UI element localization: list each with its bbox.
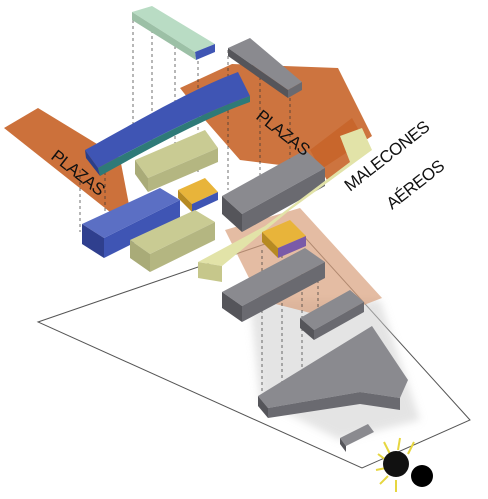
plaza-plane-left [4,108,130,212]
sun-compass-icon [375,437,433,492]
block-gray-l [258,326,408,418]
block-gold-right [262,220,306,258]
block-gray-center [222,150,325,232]
block-olive-lower [130,210,215,272]
block-olive-upper [135,130,218,192]
block-gray-small [300,290,364,340]
block-blue-ribbon [85,72,250,176]
block-gold-left [178,178,218,212]
block-blue-lower [82,188,180,258]
block-malecon-strip [198,128,372,282]
block-gray-mid [222,248,325,322]
block-gray-upper [228,38,302,98]
block-top-mint [132,6,215,60]
block-gray-bar [340,424,374,452]
label-aereos: AÉREOS [383,156,448,213]
